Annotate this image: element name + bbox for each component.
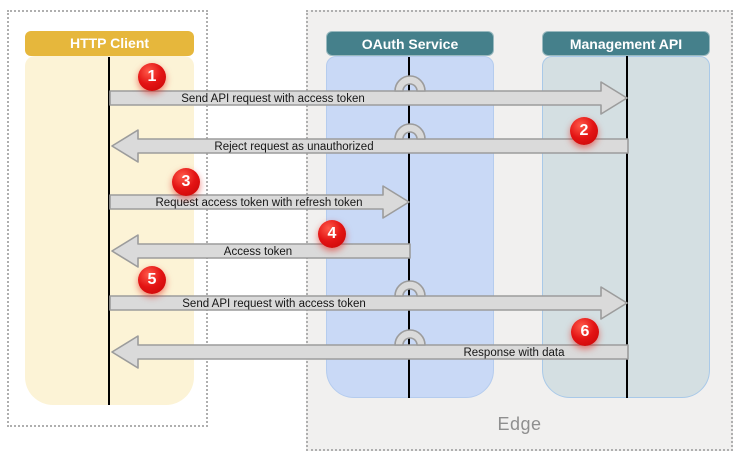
step-badge-3: 3 [172,168,200,196]
message-label-5: Send API request with access token [182,298,365,310]
message-arrow-4: Access token [111,234,411,268]
message-label-4: Access token [224,246,292,258]
step-badge-4: 4 [318,220,346,248]
step-badge-6: 6 [571,318,599,346]
actor-header-management-api: Management API [542,31,710,56]
actor-header-http-client: HTTP Client [25,31,194,56]
actor-header-oauth-service: OAuth Service [326,31,494,56]
lifeline-management-api [626,56,628,398]
message-label-2: Reject request as unauthorized [214,141,373,153]
message-arrow-6: Response with data [111,329,629,369]
message-arrow-1: Send API request with access token [109,75,628,115]
step-badge-5: 5 [138,266,166,294]
message-arrow-3: Request access token with refresh token [109,185,410,219]
message-label-1: Send API request with access token [181,93,364,105]
message-label-6: Response with data [463,347,565,359]
message-arrow-2: Reject request as unauthorized [111,123,629,163]
lifeline-oauth-service [408,57,410,398]
step-badge-2: 2 [570,117,598,145]
lifeline-http-client [108,57,110,405]
step-badge-1: 1 [138,63,166,91]
message-arrow-5: Send API request with access token [109,280,628,320]
edge-boundary-label: Edge [497,414,542,434]
message-label-3: Request access token with refresh token [155,197,362,209]
